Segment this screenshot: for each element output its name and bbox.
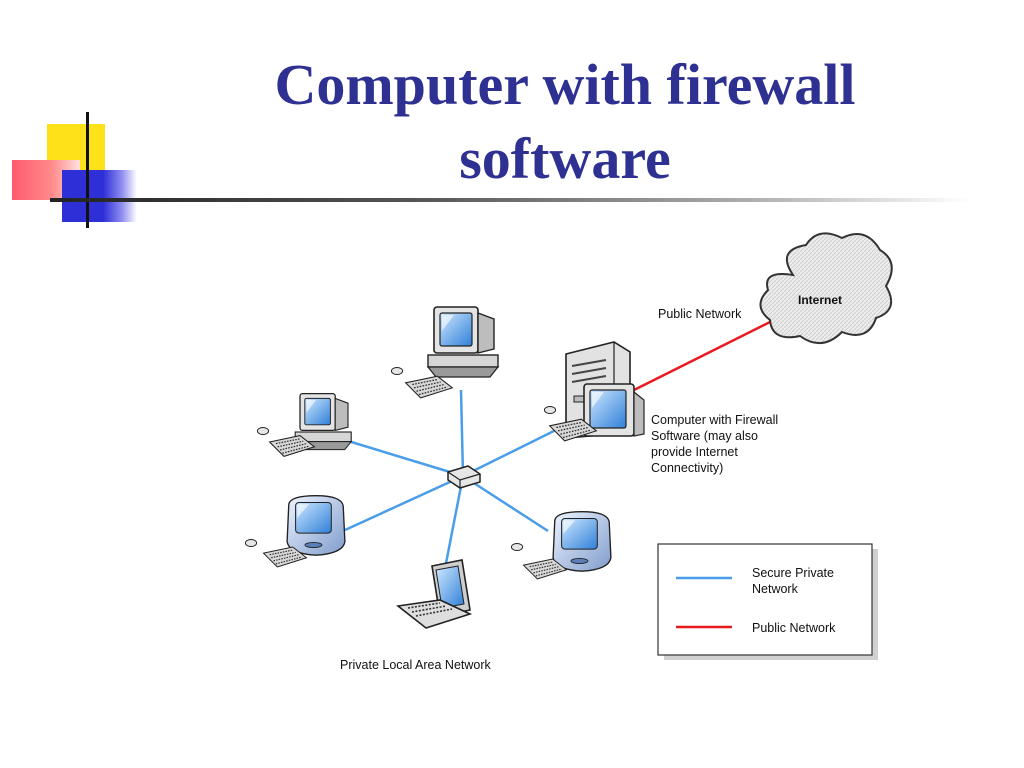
right-imac-mouse-icon [510,543,524,551]
desktop-computer-icon [427,306,499,378]
firewall-caption-line-3: provide Internet [651,445,738,459]
cloud-icon [759,232,893,344]
legend-public-label: Public Network [752,621,836,635]
private-links [344,389,571,590]
public-link [627,310,791,395]
legend-private-label-line-1: Secure Private [752,566,834,580]
top-desktop-mouse-icon [390,367,404,375]
link-hub-to-firewall [462,421,571,478]
decor-horizontal-rule [50,198,970,202]
slide-title: Computer with firewall software [200,48,930,196]
laptop-icon [396,559,473,629]
imac-computer-icon [552,511,612,572]
decor-blue-square [62,170,137,222]
top-desktop-keyboard-icon [404,375,454,399]
imac-computer-icon [286,495,346,556]
link-hub-to-left-imac [344,474,464,532]
title-line-2: software [459,126,671,191]
link-hub-to-right-imac [462,474,549,533]
lan-label: Private Local Area Network [340,658,492,672]
link-hub-to-left-desktop [347,439,464,478]
firewall-caption-line-4: Connectivity) [651,461,723,475]
link-hub-to-top-desktop [459,389,465,477]
firewall-computer-icon [583,383,645,437]
legend-private-label-line-2: Network [752,582,799,596]
decor-vertical-line [86,112,89,228]
cloud-label: Internet [798,293,842,307]
network-hub-icon [447,465,481,489]
legend-private-label: Secure Private Network [752,566,837,596]
public-network-label: Public Network [658,307,742,321]
title-line-1: Computer with firewall [274,52,856,117]
left-desktop-mouse-icon [256,427,270,435]
firewall-caption: Computer with Firewall Software (may als… [651,413,782,475]
legend-box: Secure Private Network Public Network [657,543,878,660]
firewall-caption-line-2: Software (may also [651,429,758,443]
left-imac-mouse-icon [244,539,258,547]
firewall-caption-line-1: Computer with Firewall [651,413,778,427]
firewall-mouse-icon [543,406,557,414]
